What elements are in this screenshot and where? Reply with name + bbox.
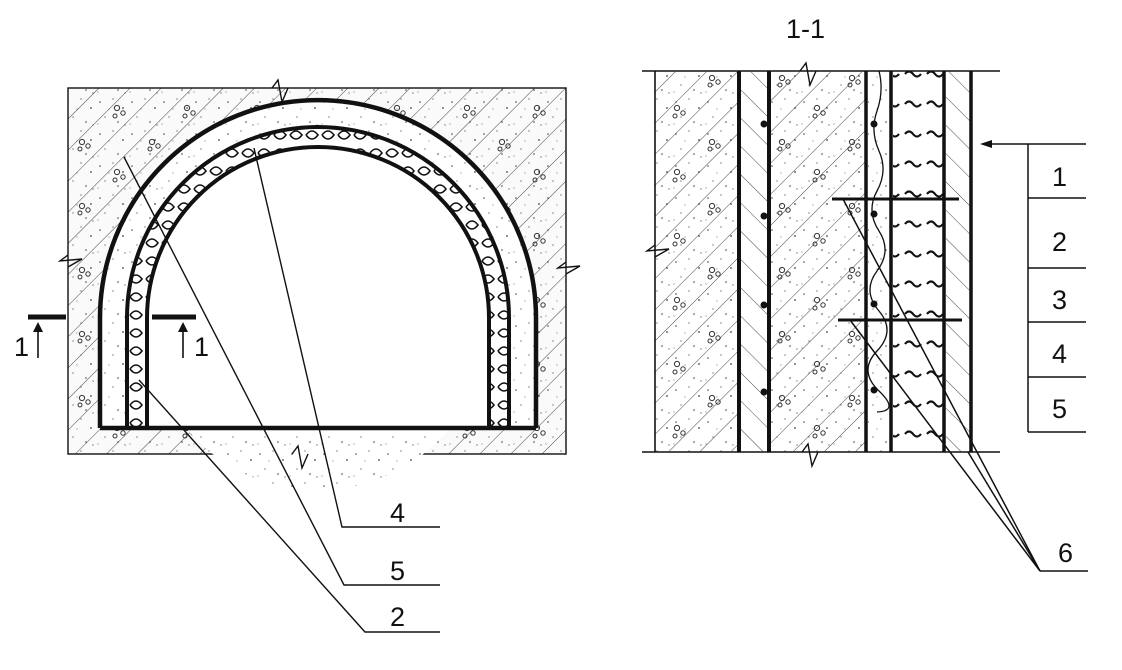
- callout-6: 6: [1058, 538, 1073, 568]
- tunnel-opening: [147, 147, 489, 428]
- break-mark-right: [555, 261, 581, 275]
- callout-4: 4: [390, 498, 405, 528]
- break-mark-bottom: [291, 444, 309, 471]
- layer-label-3: 3: [1052, 285, 1067, 315]
- middle-arch-line: [125, 125, 511, 428]
- section-cut-marker-right: 1: [152, 314, 209, 362]
- section-insulation-layer: [893, 71, 943, 452]
- section-1-1: 1-1: [642, 14, 1088, 572]
- break-mark-left: [57, 254, 83, 268]
- layer-label-5: 5: [1052, 394, 1067, 424]
- cut-label-left: 1: [14, 332, 29, 362]
- anchor-dots: [760, 120, 878, 396]
- section-cut-marker-left: 1: [14, 314, 66, 362]
- layer-label-2: 2: [1052, 227, 1067, 257]
- callout-2: 2: [390, 602, 405, 632]
- section-inner-facing: [946, 71, 970, 452]
- section-title: 1-1: [786, 14, 825, 44]
- inner-arch-line: [145, 145, 491, 428]
- outer-arch-line: [97, 97, 539, 428]
- callout-5: 5: [390, 556, 405, 586]
- layer-label-4: 4: [1052, 339, 1067, 369]
- layer-label-1: 1: [1052, 162, 1067, 192]
- cut-label-right: 1: [194, 332, 209, 362]
- right-leaders: [842, 198, 1088, 572]
- section-shotcrete-layer: [740, 71, 768, 452]
- section-membrane: [867, 70, 890, 452]
- layer-table: 1 2 3 4 5: [980, 140, 1086, 433]
- break-mark-top: [271, 78, 289, 105]
- left-leaders: [123, 147, 440, 633]
- section-lining-concrete: [770, 71, 866, 452]
- tunnel-cross-section: 1 1 4 5 2: [14, 78, 581, 633]
- section-rock-layer: [655, 71, 738, 452]
